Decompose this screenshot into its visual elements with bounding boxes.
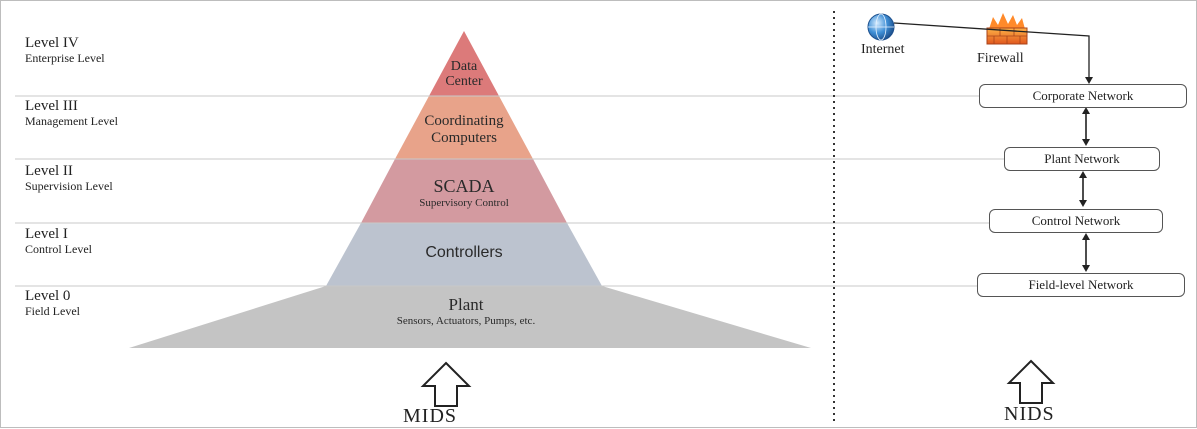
tier-1-label: Controllers — [364, 244, 564, 262]
level-name: Supervision Level — [25, 178, 113, 193]
pyramid-tier-3 — [395, 96, 533, 159]
level-3-label: Level III Management Level — [25, 98, 118, 128]
mids-up-arrow — [434, 347, 468, 367]
tier-2-title: SCADA — [433, 176, 495, 196]
level-number: Level II — [25, 163, 73, 179]
tier-2-subtitle: Supervisory Control — [419, 196, 509, 209]
pyramid-tier-2 — [361, 159, 567, 223]
tier-0-title: Plant — [448, 295, 484, 314]
mids-up-arrow-outline — [420, 361, 472, 407]
tier-3-label: Coordinating Computers — [384, 113, 544, 146]
tier-1-title: Controllers — [425, 244, 503, 261]
nids-up-arrow-outline — [1006, 359, 1056, 404]
corporate-network-box: Corporate Network — [979, 84, 1187, 108]
internet-label: Internet — [861, 42, 905, 57]
control-network-box: Control Network — [989, 209, 1163, 233]
level-name: Management Level — [25, 113, 118, 128]
firewall-icon — [986, 13, 1028, 45]
tier-3-line-2: Computers — [431, 129, 497, 146]
level-number: Level III — [25, 98, 78, 114]
tier-0-subtitle: Sensors, Actuators, Pumps, etc. — [396, 314, 536, 327]
level-number: Level 0 — [25, 288, 71, 304]
pyramid-tier-0 — [129, 286, 811, 348]
internet-connector — [893, 22, 1093, 84]
tier-3-line-1: Coordinating — [424, 113, 504, 129]
level-number: Level IV — [25, 35, 79, 51]
level-2-label: Level II Supervision Level — [25, 163, 113, 193]
tier-4-line-1: Data — [450, 59, 478, 74]
network-link-arrow — [1079, 171, 1087, 207]
network-link-arrow — [1082, 233, 1090, 272]
tier-2-label: SCADA Supervisory Control — [364, 176, 564, 209]
network-link-arrow — [1082, 107, 1090, 146]
nids-label: NIDS — [1004, 403, 1055, 425]
plant-network-box: Plant Network — [1004, 147, 1160, 171]
tier-0-label: Plant Sensors, Actuators, Pumps, etc. — [301, 295, 631, 327]
level-4-label: Level IV Enterprise Level — [25, 35, 105, 65]
level-number: Level I — [25, 226, 68, 242]
firewall-label: Firewall — [977, 51, 1024, 66]
pyramid-tier-1 — [326, 223, 602, 286]
level-1-label: Level I Control Level — [25, 226, 92, 256]
pyramid-tier-4 — [429, 31, 499, 96]
level-name: Enterprise Level — [25, 50, 105, 65]
level-name: Field Level — [25, 303, 80, 318]
tier-4-line-2: Center — [445, 74, 483, 90]
tier-4-label: Data Center — [414, 59, 514, 90]
level-0-label: Level 0 Field Level — [25, 288, 80, 318]
field-level-network-box: Field-level Network — [977, 273, 1185, 297]
mids-label: MIDS — [403, 405, 458, 427]
level-name: Control Level — [25, 241, 92, 256]
globe-icon — [867, 13, 895, 41]
